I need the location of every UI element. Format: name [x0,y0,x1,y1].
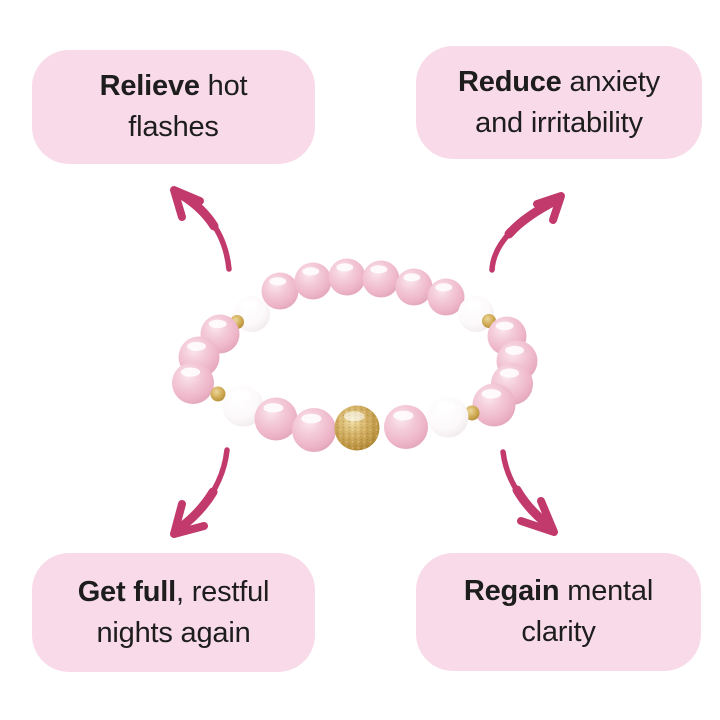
curved-arrows [170,186,565,538]
bead-highlight [208,319,227,329]
benefit-text-line2: nights again [96,616,251,649]
bead-highlight [301,413,322,424]
benefit-card-mental-clarity: Regain mental clarity [416,553,701,671]
benefit-text-line1: Reduce anxiety [458,62,660,103]
benefit-card-restful-nights: Get full, restful nights again [32,553,315,672]
arrow-stroke [517,497,558,536]
bead-highlight [336,263,354,272]
benefit-bold-text: Regain [463,575,560,607]
benefit-text-line2: and irritability [475,106,643,139]
bead-highlight [302,267,320,276]
benefit-text-line2: flashes [128,111,219,143]
arrow-stroke [170,500,208,538]
bead-highlight [180,367,201,377]
benefit-bold-text: Relieve [99,70,200,102]
benefit-card-reduce-anxiety: Reduce anxiety and irritability [416,46,702,159]
arrow-stroke [170,186,204,221]
benefit-regular-text: , restful [176,575,270,608]
bead-highlight [465,300,483,309]
bead-highlight [403,273,421,282]
bead-highlight [393,410,414,421]
bead-highlight [370,265,388,274]
arrow-to-relieve-hot-flashes [170,186,232,272]
arrow-stroke [175,487,218,533]
bead-highlight [505,345,524,355]
arrow-to-mental-clarity [500,449,558,536]
benefit-bold-text: Get full [77,575,176,608]
benefit-bold-text: Reduce [458,65,562,98]
benefit-text-line1: Relieve hot [100,66,248,107]
benefit-text-line1: Regain mental [464,571,653,612]
arrow-stroke [177,191,232,272]
benefit-card-relieve-hot-flashes: Relieve hot flashes [32,50,315,164]
bead-highlight [436,401,455,411]
bead-highlight [263,403,284,413]
bead-highlight [499,368,520,378]
bead-highlight [187,341,206,351]
benefit-regular-text: mental [559,575,654,607]
arrow-to-reduce-anxiety [489,192,565,273]
bead-highlight [481,389,502,399]
arrow-to-restful-nights [170,447,230,538]
bracelet-photo [172,258,538,452]
bead-highlight [231,390,250,400]
bead-highlight [343,411,365,422]
benefit-regular-text: hot [199,70,248,102]
arrow-stroke [533,192,565,224]
arrow-stroke [512,485,553,530]
bead-highlight [241,300,259,309]
benefit-regular-text: anxiety [561,65,660,98]
bead-highlight [269,277,287,286]
benefit-text-line2: clarity [521,616,596,648]
bead-highlight [495,321,514,331]
disc-bead [210,386,226,402]
arrow-stroke [489,197,560,273]
benefit-text-line1: Get full, restful [78,572,270,613]
bead-highlight [435,283,453,292]
